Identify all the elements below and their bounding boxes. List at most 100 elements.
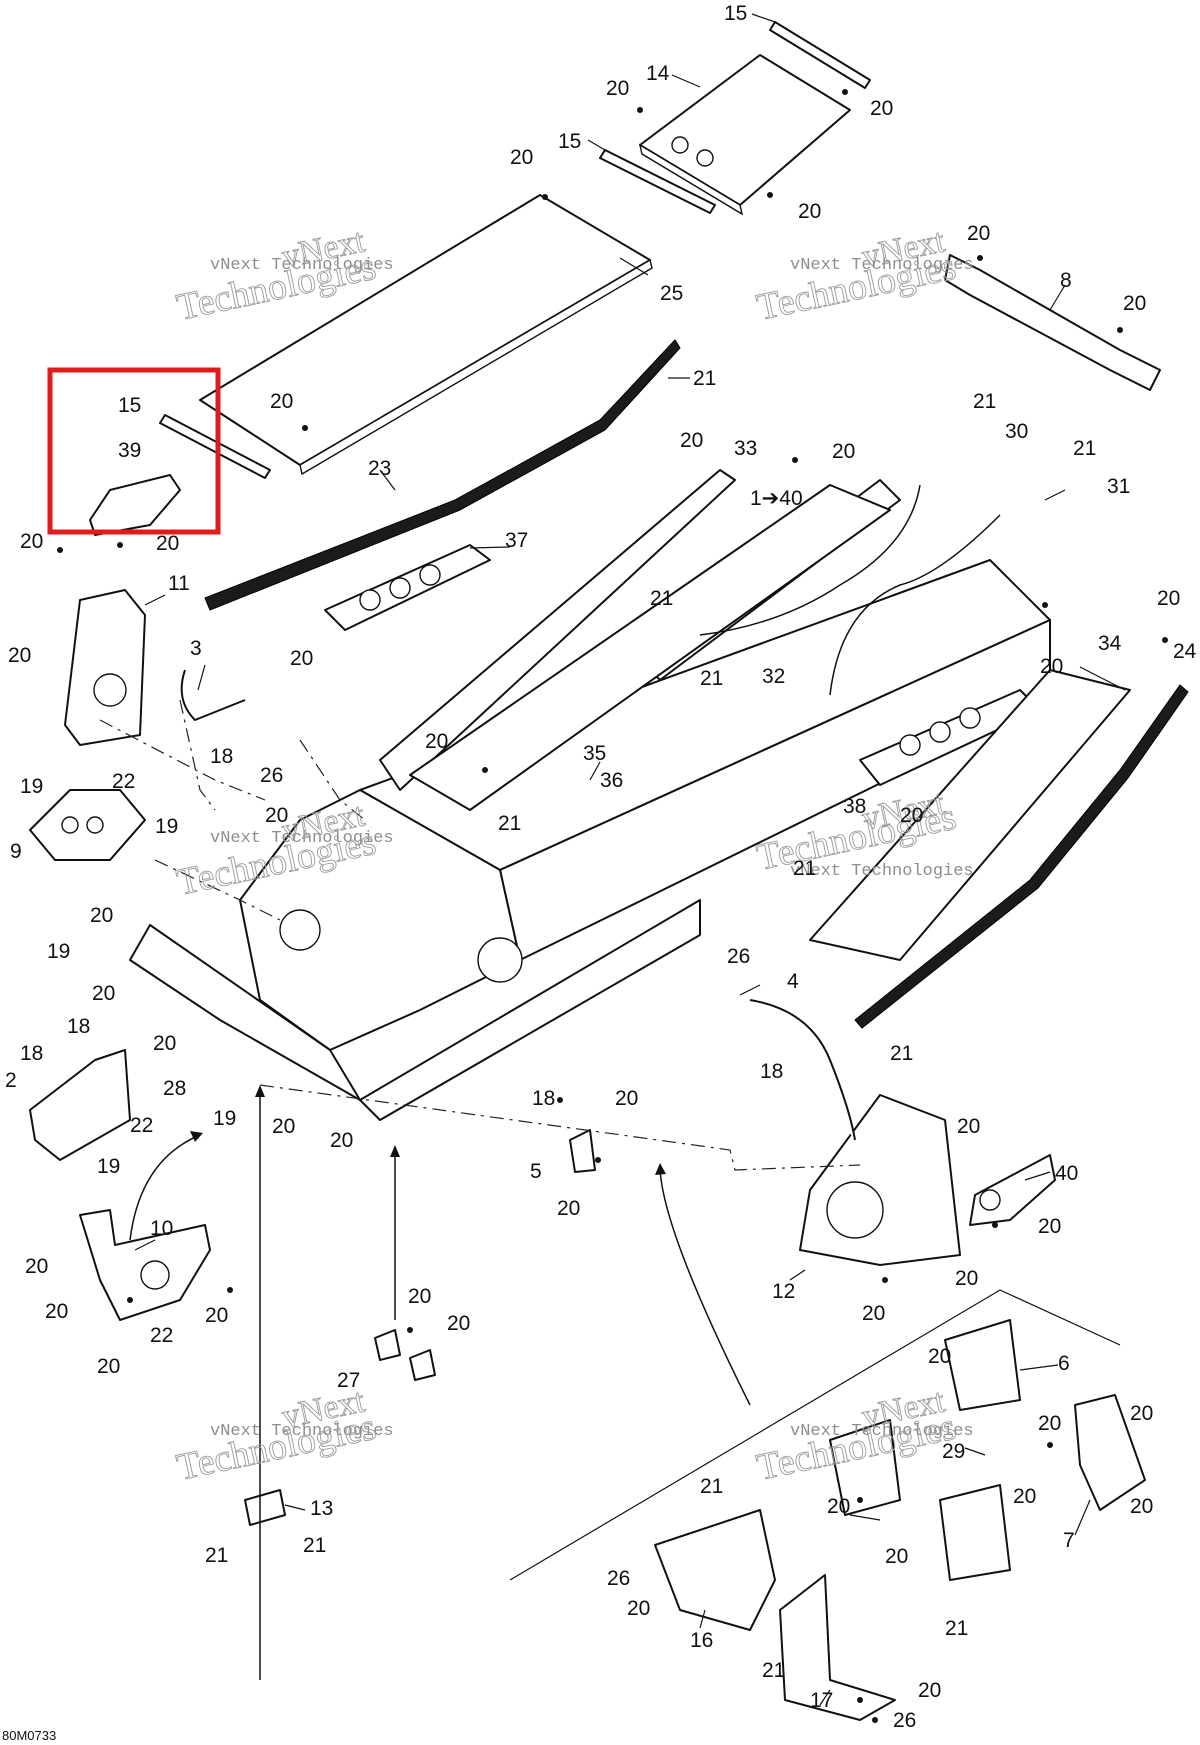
callout-34: 34 <box>1098 632 1122 655</box>
callout-20: 20 <box>153 1032 176 1055</box>
callout-22: 22 <box>150 1324 173 1347</box>
callout-20: 20 <box>957 1115 980 1138</box>
callout-16: 16 <box>690 1629 713 1652</box>
main-tunnel-assembly <box>129 479 1051 1121</box>
watermark-text: vNext Technologies <box>210 1422 394 1441</box>
callout-20: 20 <box>25 1255 48 1278</box>
part-15-strip-mid <box>599 149 716 214</box>
watermark-text: vNext Technologies <box>790 256 974 275</box>
callout-20: 20 <box>627 1597 650 1620</box>
callout-12: 12 <box>772 1280 795 1303</box>
callout-36: 36 <box>600 769 623 792</box>
watermark-text: vNext Technologies <box>790 862 974 881</box>
watermark-text: vNext Technologies <box>210 829 394 848</box>
part-9-bracket <box>29 789 146 861</box>
callout-7: 7 <box>1063 1529 1075 1552</box>
callout-18: 18 <box>760 1060 783 1083</box>
part-15-strip-left <box>159 414 271 479</box>
callout-20: 20 <box>798 200 821 223</box>
part-12-panel <box>799 1094 961 1266</box>
callout-35: 35 <box>583 742 606 765</box>
part-25-upper-tunnel-panel <box>199 194 653 476</box>
watermark-text: vNext Technologies <box>210 256 394 275</box>
callout-21: 21 <box>303 1534 326 1557</box>
callout-20: 20 <box>827 1495 850 1518</box>
callout-33: 33 <box>734 437 757 460</box>
callout-30: 30 <box>1005 420 1028 443</box>
callout-20: 20 <box>265 804 288 827</box>
callout-21: 21 <box>700 667 723 690</box>
callout-38: 38 <box>843 795 866 818</box>
assembly-arrows <box>129 484 1001 1680</box>
callout-20: 20 <box>205 1304 228 1327</box>
callout-26: 26 <box>260 764 283 787</box>
callout-20: 20 <box>967 222 990 245</box>
part-23-slide-rail-left <box>204 339 681 611</box>
callout-40: 40 <box>1055 1162 1078 1185</box>
part-15-strip-top <box>769 21 871 89</box>
callout-20: 20 <box>1040 655 1063 678</box>
detail-inset-frame <box>509 1289 1121 1581</box>
callout-11: 11 <box>168 572 190 595</box>
callout-20: 20 <box>1157 587 1180 610</box>
callout-23: 23 <box>368 457 391 480</box>
callout-17: 17 <box>810 1689 833 1712</box>
callout-20: 20 <box>606 77 629 100</box>
callout-29: 29 <box>942 1440 965 1463</box>
callout-21: 21 <box>973 390 996 413</box>
part-39-bracket <box>89 474 181 536</box>
highlight-box <box>47 367 221 535</box>
callout-20: 20 <box>156 532 179 555</box>
callout-20: 20 <box>270 390 293 413</box>
callout-18: 18 <box>20 1042 43 1065</box>
callout-21: 21 <box>945 1617 968 1640</box>
callout-15: 15 <box>724 2 747 25</box>
callout-20: 20 <box>615 1087 638 1110</box>
callout-20: 20 <box>1130 1495 1153 1518</box>
watermark-5: vNext Technologies Technologies vNext <box>173 1382 394 1489</box>
callout-20: 20 <box>955 1267 978 1290</box>
part-24-slide-rail-right <box>854 684 1189 1029</box>
callout-20: 20 <box>510 146 533 169</box>
callout-20: 20 <box>832 440 855 463</box>
callout-21: 21 <box>498 812 521 835</box>
callout-5: 5 <box>530 1160 542 1183</box>
callout-20: 20 <box>20 530 43 553</box>
callout-20: 20 <box>680 429 703 452</box>
callout-20: 20 <box>97 1355 120 1378</box>
part-3-tube <box>180 669 246 721</box>
callout-19: 19 <box>155 815 178 838</box>
callout-19: 19 <box>97 1155 120 1178</box>
callout-26: 26 <box>607 1567 630 1590</box>
callout-24: 24 <box>1173 640 1197 663</box>
callout-15: 15 <box>118 394 141 417</box>
callout-20: 20 <box>272 1115 295 1138</box>
callout-26: 26 <box>893 1709 916 1732</box>
callout-18: 18 <box>532 1087 555 1110</box>
callout-20: 20 <box>425 730 448 753</box>
callout-32: 32 <box>762 665 785 688</box>
callout-27: 27 <box>337 1369 360 1392</box>
callout-20: 20 <box>45 1300 68 1323</box>
callout-20: 20 <box>90 904 113 927</box>
callout-22: 22 <box>112 770 135 793</box>
callout-37: 37 <box>505 529 528 552</box>
callout-21: 21 <box>762 1659 785 1682</box>
part-11-plate <box>64 589 146 746</box>
fasteners <box>57 89 1168 1723</box>
part-16-step <box>654 1509 776 1631</box>
watermark-4: vNext Technologies Technologies vNext <box>753 784 974 881</box>
part-27-clips <box>374 1329 436 1381</box>
part-14-cover-plate <box>638 54 851 216</box>
callout-1-to-40: 1➔40 <box>750 487 803 510</box>
callout-20: 20 <box>900 804 923 827</box>
callout-25: 25 <box>660 282 683 305</box>
callout-20: 20 <box>1123 292 1146 315</box>
callout-10: 10 <box>150 1217 173 1240</box>
callout-20: 20 <box>557 1197 580 1220</box>
callout-20: 20 <box>447 1312 470 1335</box>
part-1-40-tunnel-top <box>409 484 891 811</box>
